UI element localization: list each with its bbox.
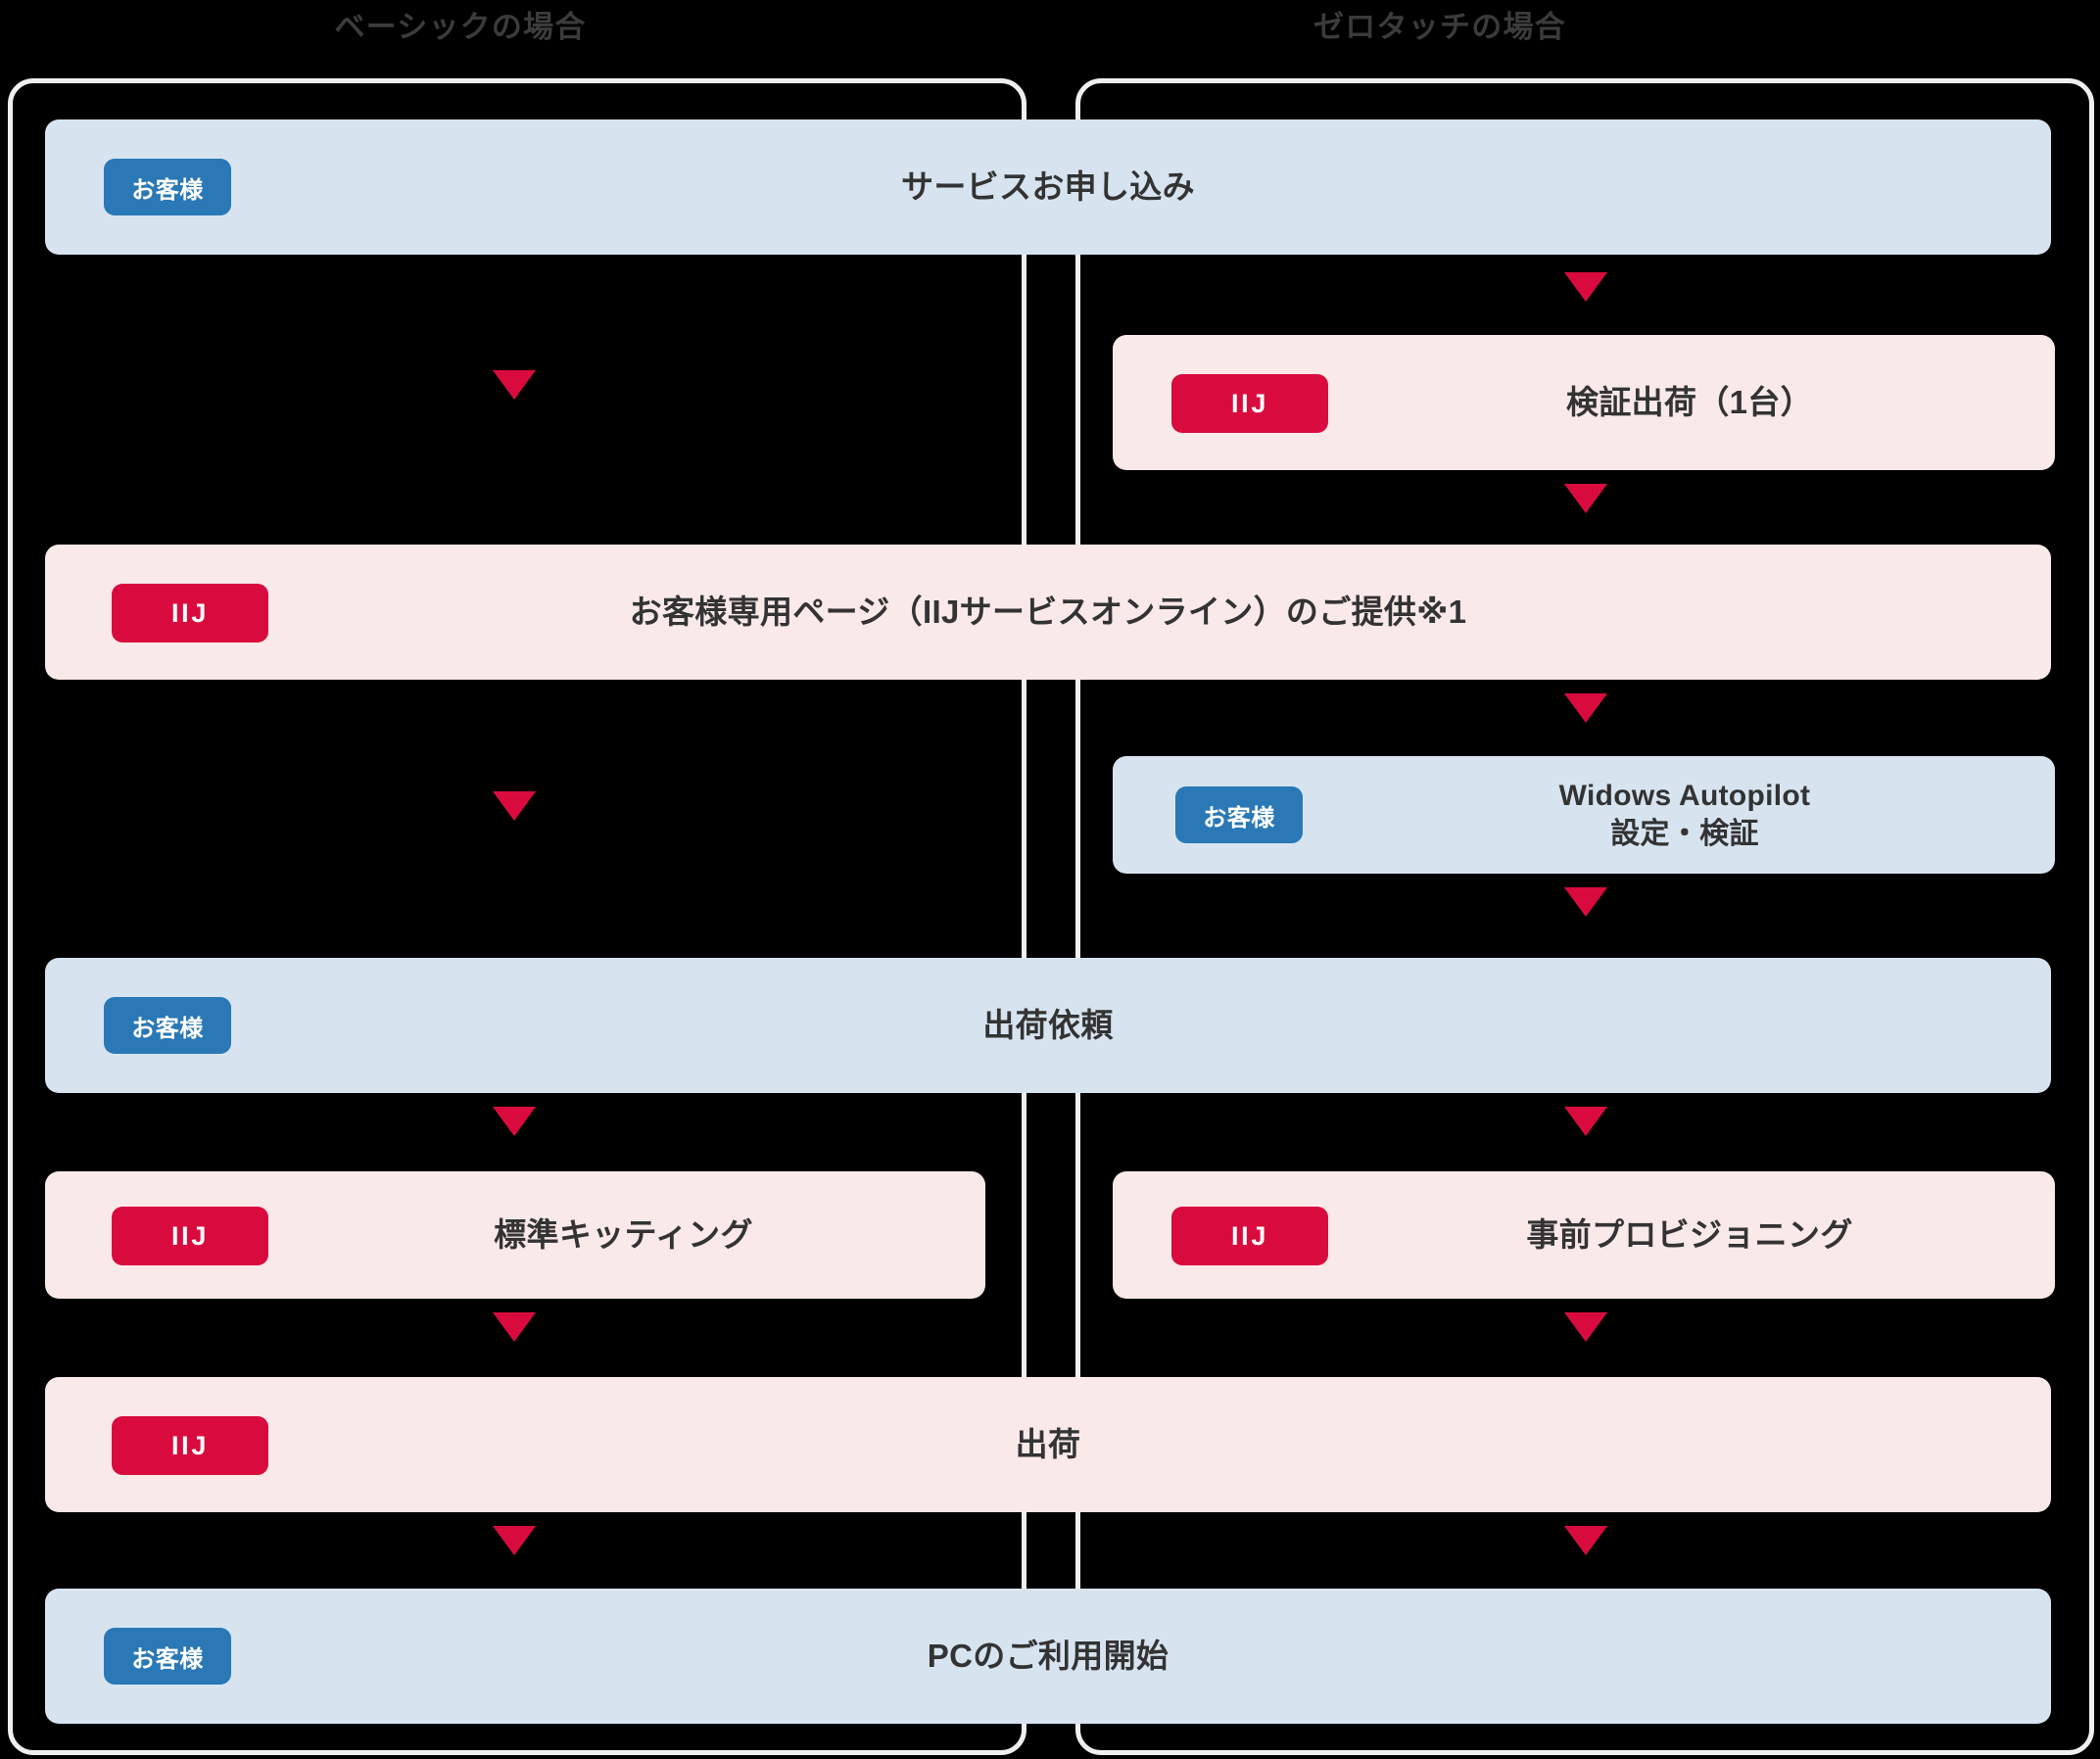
step-label: サービスお申し込み	[901, 167, 1195, 205]
column-title-zerotouch: ゼロタッチの場合	[1313, 10, 1566, 44]
arrow-down-icon	[493, 791, 536, 821]
step-shipment: IIJ 出荷	[45, 1377, 2051, 1512]
badge-customer: お客様	[104, 159, 231, 215]
step-label: 出荷依頼	[982, 1006, 1114, 1043]
column-frame-zerotouch	[1075, 78, 2094, 1755]
arrow-down-icon	[1564, 272, 1607, 302]
arrow-down-icon	[1564, 1526, 1607, 1555]
arrow-down-icon	[1564, 693, 1607, 723]
badge-iij: IIJ	[112, 1207, 268, 1265]
step-label: Widows Autopilot 設定・検証	[1558, 780, 1811, 850]
step-label: お客様専用ページ（IIJサービスオンライン）のご提供※1	[629, 593, 1467, 630]
column-frame-basic	[8, 78, 1026, 1755]
arrow-down-icon	[1564, 887, 1607, 917]
column-title-basic: ベーシックの場合	[334, 10, 587, 44]
arrow-down-icon	[1564, 484, 1607, 513]
step-customer-portal: IIJ お客様専用ページ（IIJサービスオンライン）のご提供※1	[45, 545, 2051, 680]
arrow-down-icon	[1564, 1312, 1607, 1342]
step-verification-shipment: IIJ 検証出荷（1台）	[1113, 335, 2055, 470]
badge-iij: IIJ	[1171, 374, 1328, 433]
badge-customer: お客様	[1175, 786, 1303, 843]
arrow-down-icon	[493, 1107, 536, 1136]
step-pc-usage-start: お客様 PCのご利用開始	[45, 1589, 2051, 1724]
step-label: 標準キッティング	[494, 1215, 753, 1253]
step-standard-kitting: IIJ 標準キッティング	[45, 1171, 985, 1299]
arrow-down-icon	[493, 370, 536, 400]
badge-iij: IIJ	[1171, 1207, 1328, 1265]
arrow-down-icon	[1564, 1107, 1607, 1136]
badge-iij: IIJ	[112, 1416, 268, 1475]
badge-iij: IIJ	[112, 584, 268, 642]
step-label: 出荷	[1015, 1425, 1081, 1462]
step-label: 事前プロビジョニング	[1526, 1215, 1853, 1253]
badge-customer: お客様	[104, 997, 231, 1054]
arrow-down-icon	[493, 1526, 536, 1555]
badge-customer: お客様	[104, 1628, 231, 1685]
step-shipment-request: お客様 出荷依頼	[45, 958, 2051, 1093]
step-autopilot-setup: お客様 Widows Autopilot 設定・検証	[1113, 756, 2055, 874]
step-label: PCのご利用開始	[927, 1637, 1169, 1674]
arrow-down-icon	[493, 1312, 536, 1342]
step-pre-provisioning: IIJ 事前プロビジョニング	[1113, 1171, 2055, 1299]
step-label: 検証出荷（1台）	[1566, 383, 1813, 420]
step-service-application: お客様 サービスお申し込み	[45, 119, 2051, 255]
